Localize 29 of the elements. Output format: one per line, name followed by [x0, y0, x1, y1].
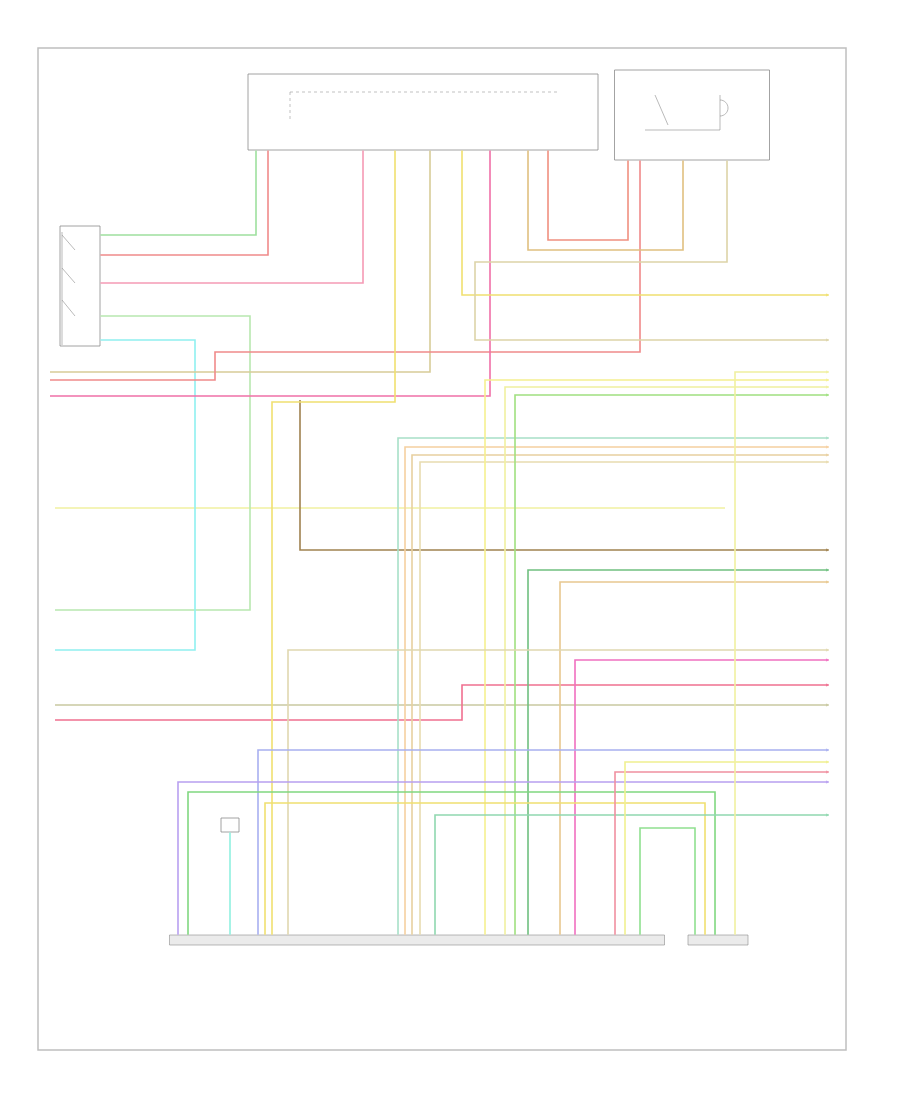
- component-box: [220, 817, 240, 833]
- wire: [547, 149, 629, 241]
- wire: [99, 149, 257, 236]
- wire: [527, 149, 684, 251]
- connector-bar: [687, 934, 749, 946]
- wire: [229, 831, 231, 936]
- wire: [264, 802, 706, 936]
- wire: [177, 780, 830, 936]
- wire: [49, 149, 491, 397]
- wire: [257, 748, 830, 936]
- component-box: [247, 73, 599, 151]
- wire: [271, 149, 396, 936]
- wire: [287, 648, 830, 936]
- wire: [434, 813, 830, 936]
- connector-bar: [169, 934, 665, 946]
- wire: [54, 339, 196, 651]
- wire: [474, 159, 830, 342]
- wire: [54, 315, 251, 611]
- wire: [99, 149, 364, 284]
- wire: [49, 159, 641, 381]
- wire: [461, 149, 830, 297]
- component-box: [614, 69, 770, 161]
- wire: [639, 827, 696, 936]
- wire: [734, 370, 830, 936]
- wire: [99, 149, 269, 256]
- component-box: [59, 225, 101, 347]
- wire: [574, 658, 830, 936]
- wire: [49, 149, 431, 373]
- wire: [187, 791, 716, 936]
